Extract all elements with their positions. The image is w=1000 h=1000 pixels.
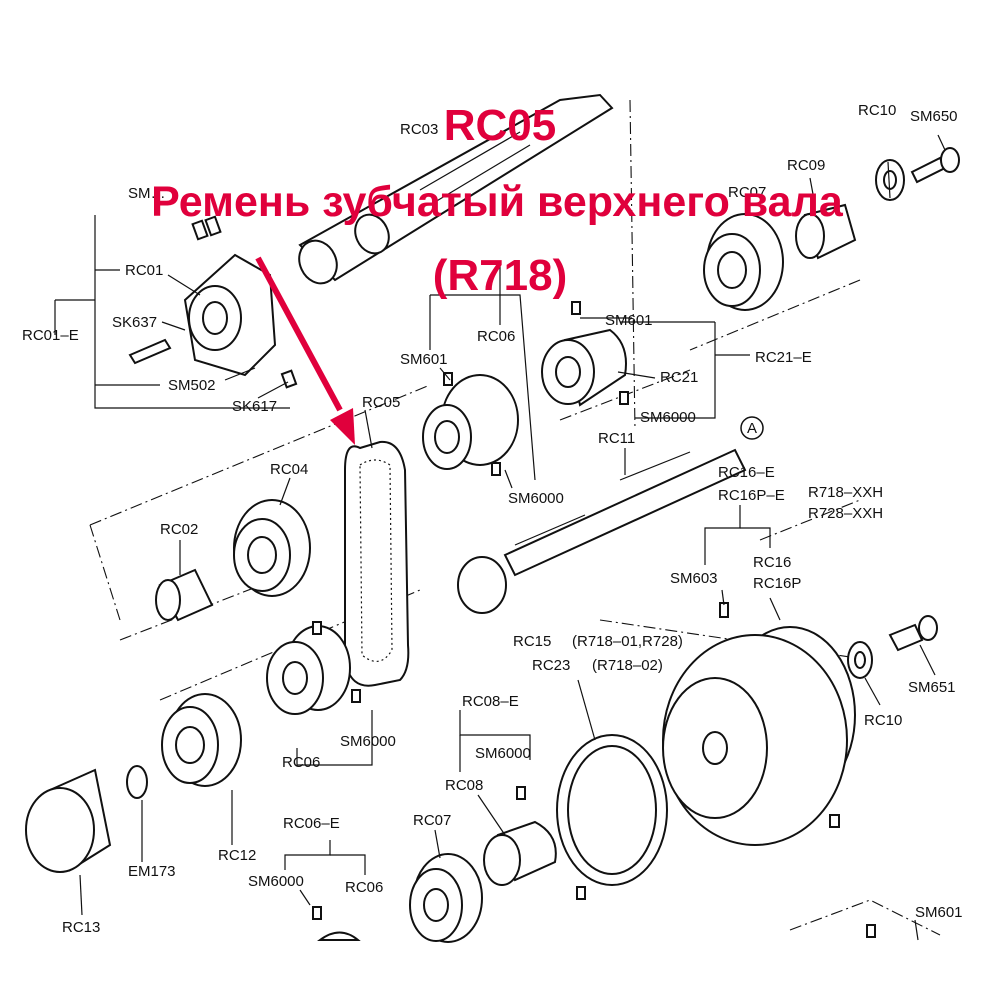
cam-block xyxy=(128,215,298,389)
pulley-rc06-bottom xyxy=(312,906,361,941)
label-r718xxh: R718–XXH xyxy=(808,484,883,501)
label-rc06-bot: RC06 xyxy=(345,879,383,896)
lower-shaft-rc11 xyxy=(457,416,764,614)
label-rc12: RC12 xyxy=(218,847,256,864)
label-sm603: SM603 xyxy=(670,570,718,587)
label-rc21: RC21 xyxy=(660,369,698,386)
label-sm6000-rc08: SM6000 xyxy=(475,745,531,762)
label-rc23: RC23 xyxy=(532,657,570,674)
label-sm601-mid: SM601 xyxy=(400,351,448,368)
label-r728xxh: R728–XXH xyxy=(808,505,883,522)
label-rc16: RC16 xyxy=(753,554,791,571)
label-rc06-top: RC06 xyxy=(477,328,515,345)
label-rc21e: RC21–E xyxy=(755,349,812,366)
bearing-rc12 xyxy=(161,693,242,787)
washer-screw-lower xyxy=(847,615,938,679)
pulley-rc06-lower xyxy=(266,621,361,715)
ring-rc15 xyxy=(556,734,668,886)
label-rc07-bot: RC07 xyxy=(413,812,451,829)
label-rc02: RC02 xyxy=(160,521,198,538)
label-rc16pe: RC16P–E xyxy=(718,487,785,504)
label-rc04: RC04 xyxy=(270,461,308,478)
label-sm601-right: SM601 xyxy=(605,312,653,329)
sleeve-rc09 xyxy=(795,203,857,260)
label-rc15: RC15 xyxy=(513,633,551,650)
collar-rc21 xyxy=(541,301,629,407)
bearing-rc07-upper xyxy=(703,213,784,311)
label-rc03: RC03 xyxy=(400,121,438,138)
label-rc08: RC08 xyxy=(445,777,483,794)
title-description: Ремень зубчатый верхнего вала xyxy=(151,178,844,226)
washer-screw-top xyxy=(875,147,960,201)
label-sm650: SM650 xyxy=(910,108,958,125)
upper-shaft xyxy=(298,93,614,285)
label-rc10-bot: RC10 xyxy=(864,712,902,729)
title-part-code: RC05 xyxy=(444,101,557,150)
label-rc15-note: (R718–01,R728) xyxy=(572,633,683,650)
pulley-rc06-upper xyxy=(422,372,519,476)
label-sm6000-mid: SM6000 xyxy=(508,490,564,507)
label-sm651: SM651 xyxy=(908,679,956,696)
label-sk617: SK617 xyxy=(232,398,277,415)
label-rc07-top: RC07 xyxy=(728,184,766,201)
label-sk637: SK637 xyxy=(112,314,157,331)
label-marker-a: A xyxy=(747,420,757,437)
label-sm502: SM502 xyxy=(168,377,216,394)
bearing-rc07-lower xyxy=(409,853,483,943)
label-rc06-low: RC06 xyxy=(282,754,320,771)
pulley-rc16 xyxy=(662,602,856,846)
cap-rc13 xyxy=(25,768,112,873)
label-rc16p: RC16P xyxy=(753,575,801,592)
label-sm-top: SM… xyxy=(128,185,166,202)
label-rc09: RC09 xyxy=(787,157,825,174)
label-sm6000-right: SM6000 xyxy=(640,409,696,426)
title-model: (R718) xyxy=(433,251,568,300)
title-overlay: RC05 Ремень зубчатый верхнего вала (R718… xyxy=(151,101,844,300)
label-rc05: RC05 xyxy=(362,394,400,411)
label-em173: EM173 xyxy=(128,863,176,880)
label-rc23-note: (R718–02) xyxy=(592,657,663,674)
label-rc16e: RC16–E xyxy=(718,464,775,481)
label-rc08e: RC08–E xyxy=(462,693,519,710)
label-rc10-top: RC10 xyxy=(858,102,896,119)
label-rc01e: RC01–E xyxy=(22,327,79,344)
label-sm6000-low: SM6000 xyxy=(340,733,396,750)
highlight-arrow xyxy=(255,256,355,445)
sm601-bottom-part xyxy=(789,899,941,938)
bearing-rc04 xyxy=(233,499,311,597)
leader-lines xyxy=(54,134,946,941)
ring-em173 xyxy=(126,765,148,799)
label-sm601-bot: SM601 xyxy=(915,904,963,921)
collar-rc08 xyxy=(483,786,586,900)
bushing-rc02 xyxy=(155,568,214,622)
label-rc11: RC11 xyxy=(598,430,635,447)
timing-belt-rc05 xyxy=(344,440,410,687)
label-rc06e: RC06–E xyxy=(283,815,340,832)
part-labels: RC01 RC01–E SK637 SM502 SK617 SM… RC03 R… xyxy=(22,102,963,936)
label-rc13: RC13 xyxy=(62,919,100,936)
label-rc01: RC01 xyxy=(125,262,163,279)
label-sm6000-bot: SM6000 xyxy=(248,873,304,890)
